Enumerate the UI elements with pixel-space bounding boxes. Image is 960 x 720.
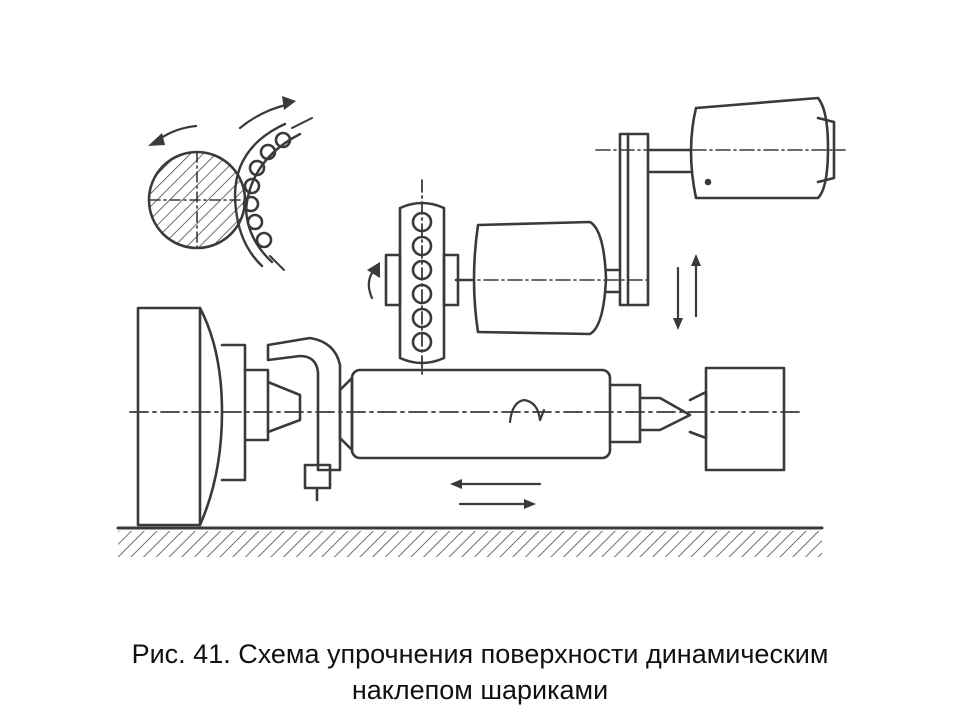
tool-motor xyxy=(454,220,651,336)
longitudinal-feed-arrows xyxy=(450,479,542,509)
workpiece-section xyxy=(147,150,247,250)
upper-motor xyxy=(595,96,846,200)
ball-holder-arc xyxy=(233,117,313,271)
figure-caption: Рис. 41. Схема упрочнения поверхности ди… xyxy=(0,636,960,708)
tailstock xyxy=(688,366,786,472)
rotation-arrow-left xyxy=(148,124,198,146)
drive-dog xyxy=(266,336,342,502)
caption-line-1: Рис. 41. Схема упрочнения поверхности ди… xyxy=(131,639,829,669)
detail-inset xyxy=(147,96,313,271)
workpiece-shaft xyxy=(338,368,692,460)
peening-wheel xyxy=(384,179,460,379)
wheel-rotation-arrow xyxy=(367,262,380,300)
headstock xyxy=(136,306,302,527)
machine-bed xyxy=(116,526,824,557)
shot-peening-diagram xyxy=(116,96,846,557)
caption-line-2: наклепом шариками xyxy=(351,675,609,705)
vertical-feed-arrows xyxy=(673,254,701,330)
rotation-arrow-right xyxy=(238,96,296,130)
